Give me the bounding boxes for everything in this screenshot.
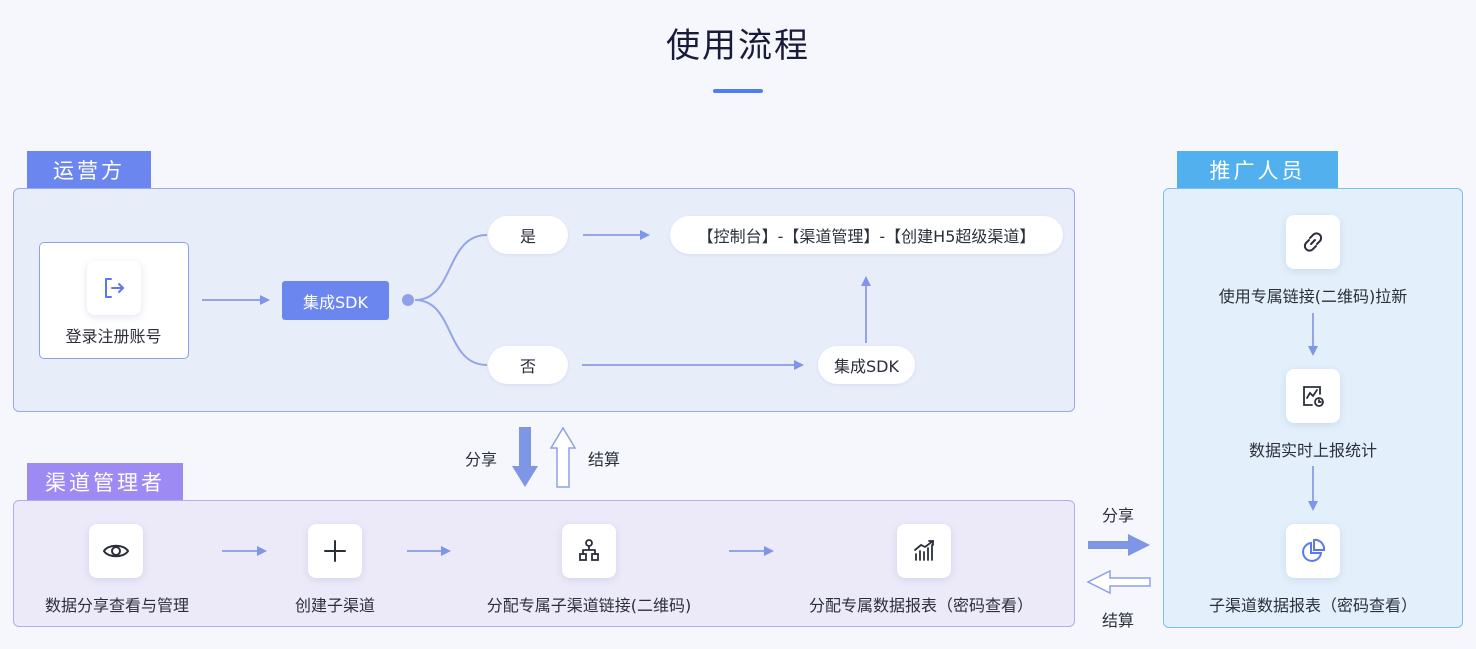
- share-label-vertical: 分享: [465, 450, 498, 469]
- cm-step-label-2: 创建子渠道: [294, 596, 375, 615]
- no-node: 否: [488, 346, 568, 384]
- settle-label-vertical: 结算: [588, 450, 621, 469]
- share-label-horizontal: 分享: [1102, 506, 1135, 525]
- operator-tag: 运营方: [27, 151, 151, 188]
- sdk-node: 集成SDK: [818, 346, 915, 384]
- share-down-arrow: [512, 427, 538, 487]
- branch-no-curve: [414, 299, 488, 366]
- integrate-sdk-button: 集成SDK: [282, 281, 389, 320]
- bar-chart-icon: [897, 524, 951, 578]
- pr-step-label-1: 使用专属链接(二维码)拉新: [1218, 287, 1408, 306]
- cm-step-label-1: 数据分享查看与管理: [44, 596, 189, 615]
- login-register-node: 登录注册账号: [39, 242, 189, 359]
- plus-icon: [308, 524, 362, 578]
- page-title: 使用流程: [666, 26, 810, 66]
- promoter-tag: 推广人员: [1177, 151, 1338, 188]
- settle-label-horizontal: 结算: [1102, 611, 1135, 630]
- channel-manager-tag: 渠道管理者: [27, 463, 183, 500]
- link-icon: [1286, 215, 1340, 269]
- report-clock-icon: [1286, 369, 1340, 423]
- cm-step-label-4: 分配专属数据报表（密码查看）: [808, 596, 1033, 615]
- eye-icon: [89, 524, 143, 578]
- login-icon: [87, 261, 141, 315]
- settle-up-arrow: [549, 426, 577, 488]
- share-right-arrow: [1088, 534, 1150, 556]
- title-underline: [713, 89, 763, 93]
- hierarchy-icon: [562, 524, 616, 578]
- yes-node: 是: [488, 216, 568, 254]
- pr-step-label-3: 子渠道数据报表（密码查看）: [1208, 596, 1417, 615]
- login-label: 登录注册账号: [65, 327, 162, 346]
- branch-yes-curve: [414, 234, 488, 301]
- cm-step-label-3: 分配专属子渠道链接(二维码): [486, 596, 692, 615]
- settle-left-arrow: [1086, 569, 1151, 595]
- console-path-node: 【控制台】-【渠道管理】-【创建H5超级渠道】: [670, 216, 1063, 254]
- branch-dot: [402, 294, 414, 306]
- pie-chart-icon: [1286, 524, 1340, 578]
- pr-step-label-2: 数据实时上报统计: [1248, 441, 1377, 460]
